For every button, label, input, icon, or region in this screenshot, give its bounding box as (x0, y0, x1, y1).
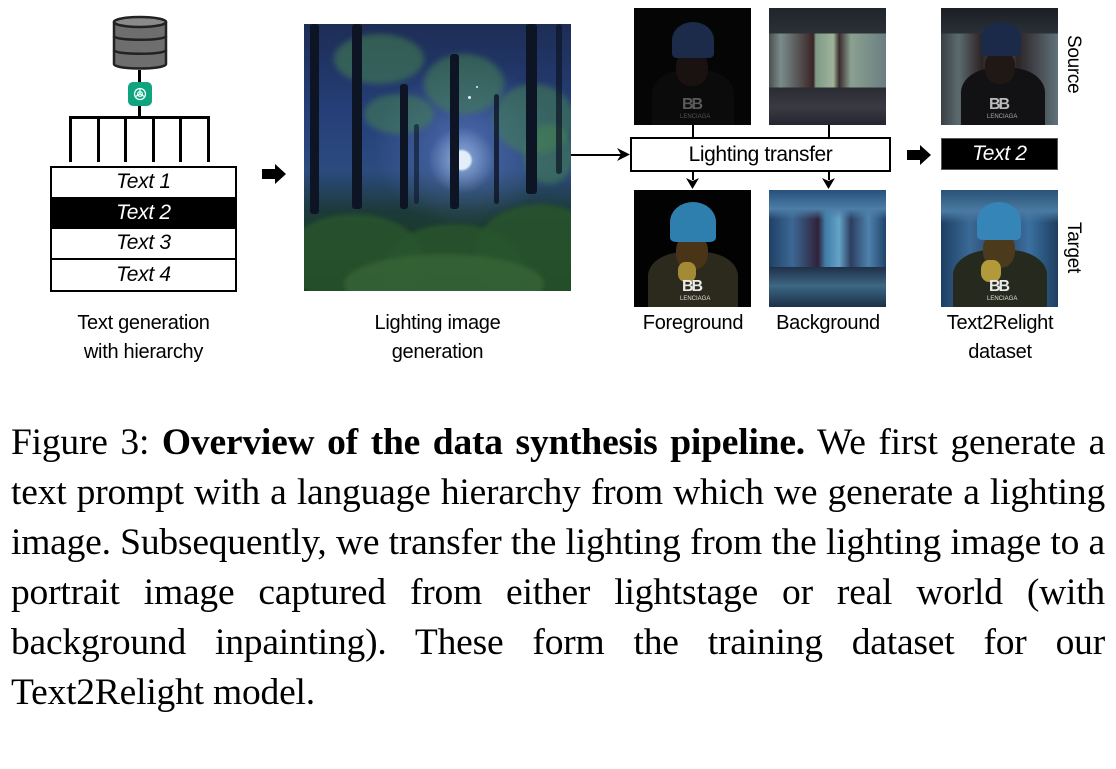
block-arrow-icon (262, 164, 286, 184)
background-source-image (769, 8, 886, 125)
hierarchy-branch (179, 116, 182, 162)
hierarchy-branch (152, 116, 155, 162)
fg-to-transfer-line (692, 125, 694, 138)
hierarchy-branch (69, 116, 72, 162)
block-arrow-icon (907, 145, 931, 165)
text-item-1: Text 1 (52, 168, 235, 199)
text-item-3: Text 3 (52, 229, 235, 260)
target-side-label: Target (1063, 222, 1084, 274)
hoodie-logo-text: LENCIAGA (987, 114, 1018, 120)
hoodie-logo-text: LENCIAGA (680, 296, 711, 302)
stage4-label-line2: dataset (968, 341, 1032, 363)
text-hierarchy-list: Text 1 Text 2 Text 3 Text 4 (50, 166, 237, 292)
arrow-down-icon (822, 178, 835, 189)
foreground-relit-image: BB LENCIAGA (634, 190, 751, 307)
caption-body: We first generate a text prompt with a l… (11, 422, 1106, 713)
dataset-target-image: BB LENCIAGA (941, 190, 1058, 307)
hierarchy-bar (69, 116, 209, 119)
arrow-head-icon (617, 148, 630, 161)
hierarchy-branch (207, 116, 210, 162)
text-item-2-selected: Text 2 (52, 198, 235, 229)
stage1-label-line2: with hierarchy (83, 341, 204, 363)
hierarchy-branch (124, 116, 127, 162)
transfer-to-fg-line (692, 172, 694, 180)
forest-to-transfer-arrow-line (571, 154, 623, 156)
stage2-label: Lighting image generation (330, 309, 545, 367)
stage1-label: Text generation with hierarchy (40, 309, 247, 367)
transfer-to-bg-line (828, 172, 830, 180)
lighting-transfer-label: Lighting transfer (688, 142, 833, 166)
gpt-connector-line (138, 106, 141, 118)
stage4-label: Text2Relight dataset (925, 309, 1075, 367)
background-relit-image (769, 190, 886, 307)
stage1-label-line1: Text generation (77, 312, 210, 334)
bg-to-transfer-line (828, 125, 830, 138)
stage2-label-line1: Lighting image (374, 312, 501, 334)
hierarchy-branch (97, 116, 100, 162)
source-side-label: Source (1063, 35, 1084, 94)
hoodie-logo: BB (989, 278, 1010, 295)
stage4-label-line1: Text2Relight (946, 312, 1054, 334)
prompt-text-label: Text 2 (972, 142, 1027, 165)
lighting-transfer-box: Lighting transfer (630, 137, 891, 172)
lighting-image-forest (304, 24, 571, 291)
dataset-source-image: BB LENCIAGA (941, 8, 1058, 125)
hoodie-logo-text: LENCIAGA (987, 296, 1018, 302)
background-label: Background (776, 312, 880, 334)
database-icon (112, 15, 168, 70)
foreground-label: Foreground (642, 312, 744, 334)
prompt-text-2: Text 2 (941, 138, 1058, 170)
hoodie-logo: BB (682, 96, 703, 113)
figure-caption: Figure 3: Overview of the data synthesis… (11, 418, 1105, 718)
text-item-4: Text 4 (116, 262, 171, 286)
db-connector-line (138, 70, 141, 83)
arrow-down-icon (686, 178, 699, 189)
caption-title: Overview of the data synthesis pipeline. (161, 422, 805, 463)
foreground-source-image: BB LENCIAGA (634, 8, 751, 125)
hoodie-logo-text: LENCIAGA (680, 114, 711, 120)
hoodie-logo: BB (989, 96, 1010, 113)
stage2-label-line2: generation (391, 341, 484, 363)
hoodie-logo: BB (682, 278, 703, 295)
openai-icon (128, 82, 152, 106)
caption-figure-number: Figure 3: (11, 422, 150, 463)
